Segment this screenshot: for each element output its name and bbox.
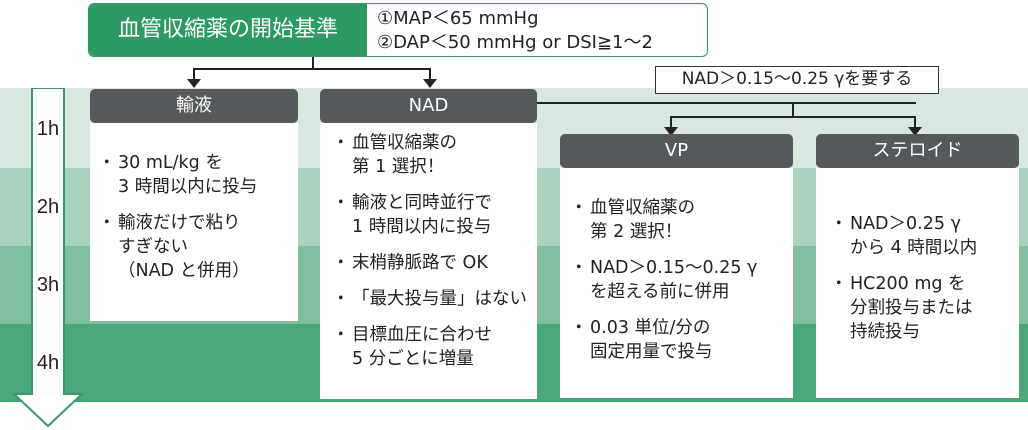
connector-split: [670, 116, 916, 118]
list-item: NAD＞0.25 γから 4 時間以内: [830, 212, 1019, 260]
criteria-map: ①MAP＜65 mmHg: [377, 8, 539, 29]
connector-to-nad: [429, 68, 431, 80]
list-item: 「最大投与量」はない: [332, 287, 537, 311]
start-criteria-title: 血管収縮薬の開始基準: [89, 4, 367, 56]
connector-to-vp: [670, 116, 672, 128]
arrowhead-vp-icon: [664, 127, 678, 136]
connector-stem: [312, 57, 314, 69]
nad-header: NAD: [320, 89, 537, 123]
arrowhead-nad-icon: [423, 79, 437, 88]
hour-label-4h: 4h: [36, 352, 60, 374]
list-item: 末梢静脈路で OK: [332, 251, 537, 275]
connector-to-steroid: [914, 116, 916, 128]
hour-label-1h: 1h: [36, 118, 60, 140]
hour-label-3h: 3h: [36, 274, 60, 296]
connector-branch: [193, 68, 431, 70]
steroid-card: NAD＞0.25 γから 4 時間以内 HC200 mg を分割投与または持続投…: [816, 168, 1019, 398]
start-criteria-box: 血管収縮薬の開始基準 ①MAP＜65 mmHg ②DAP＜50 mmHg or …: [88, 3, 708, 57]
connector-to-fluid: [193, 68, 195, 80]
connector-split-stem: [792, 102, 794, 117]
arrowhead-fluid-icon: [187, 79, 201, 88]
time-arrow-icon: [11, 88, 85, 428]
criteria-dap: ②DAP＜50 mmHg or DSI≧1〜2: [377, 32, 653, 53]
steroid-list: NAD＞0.25 γから 4 時間以内 HC200 mg を分割投与または持続投…: [816, 168, 1019, 344]
fluid-header: 輸液: [90, 89, 298, 123]
nad-threshold-note: NAD＞0.15〜0.25 γを要する: [655, 66, 939, 94]
list-item: 30 mL/kg を3 時間以内に投与: [98, 151, 298, 199]
vp-header: VP: [560, 134, 793, 168]
steroid-header: ステロイド: [816, 134, 1019, 168]
connector-nad-right: [537, 102, 916, 104]
arrowhead-steroid-icon: [908, 127, 922, 136]
hour-label-2h: 2h: [36, 196, 60, 218]
